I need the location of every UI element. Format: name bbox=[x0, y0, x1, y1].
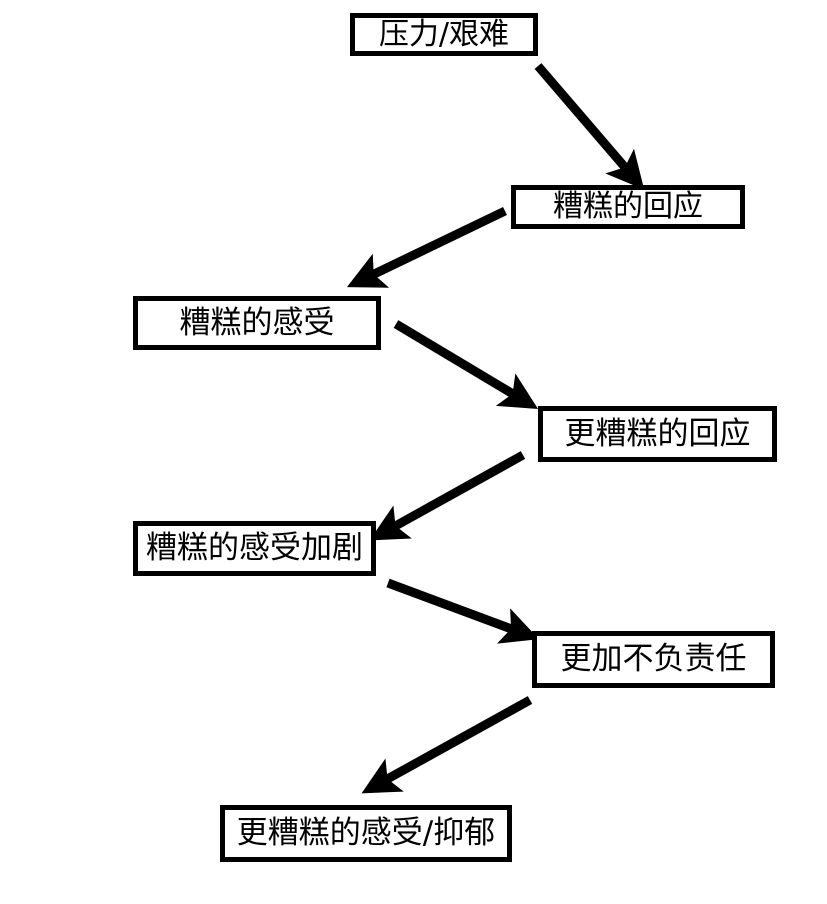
node-depression-label: 更糟糕的感受/抑郁 bbox=[236, 815, 496, 851]
node-worse-feeling: 糟糕的感受加剧 bbox=[133, 521, 376, 576]
node-bad-feeling: 糟糕的感受 bbox=[133, 296, 381, 350]
arrow-worse-response-to-worse-feeling bbox=[369, 451, 526, 541]
node-irresponsible: 更加不负责任 bbox=[532, 631, 775, 688]
arrow-bad-response-to-bad-feeling bbox=[346, 206, 507, 288]
arrow-stress-to-bad-response bbox=[534, 63, 645, 190]
node-stress-label: 压力/艰难 bbox=[378, 16, 510, 52]
arrow-irresponsible-to-depression bbox=[361, 696, 533, 794]
arrow-worse-feeling-to-irresponsible bbox=[386, 578, 539, 644]
node-bad-feeling-label: 糟糕的感受 bbox=[179, 304, 335, 341]
node-bad-response-label: 糟糕的回应 bbox=[553, 189, 703, 224]
node-depression: 更糟糕的感受/抑郁 bbox=[220, 805, 512, 862]
node-worse-feeling-label: 糟糕的感受加剧 bbox=[146, 530, 363, 566]
node-worse-response: 更糟糕的回应 bbox=[538, 406, 777, 462]
node-irresponsible-label: 更加不负责任 bbox=[560, 641, 747, 677]
node-bad-response: 糟糕的回应 bbox=[511, 185, 745, 229]
arrow-bad-feeling-to-worse-response bbox=[393, 320, 539, 410]
node-worse-response-label: 更糟糕的回应 bbox=[564, 415, 751, 452]
node-stress: 压力/艰难 bbox=[350, 13, 538, 56]
